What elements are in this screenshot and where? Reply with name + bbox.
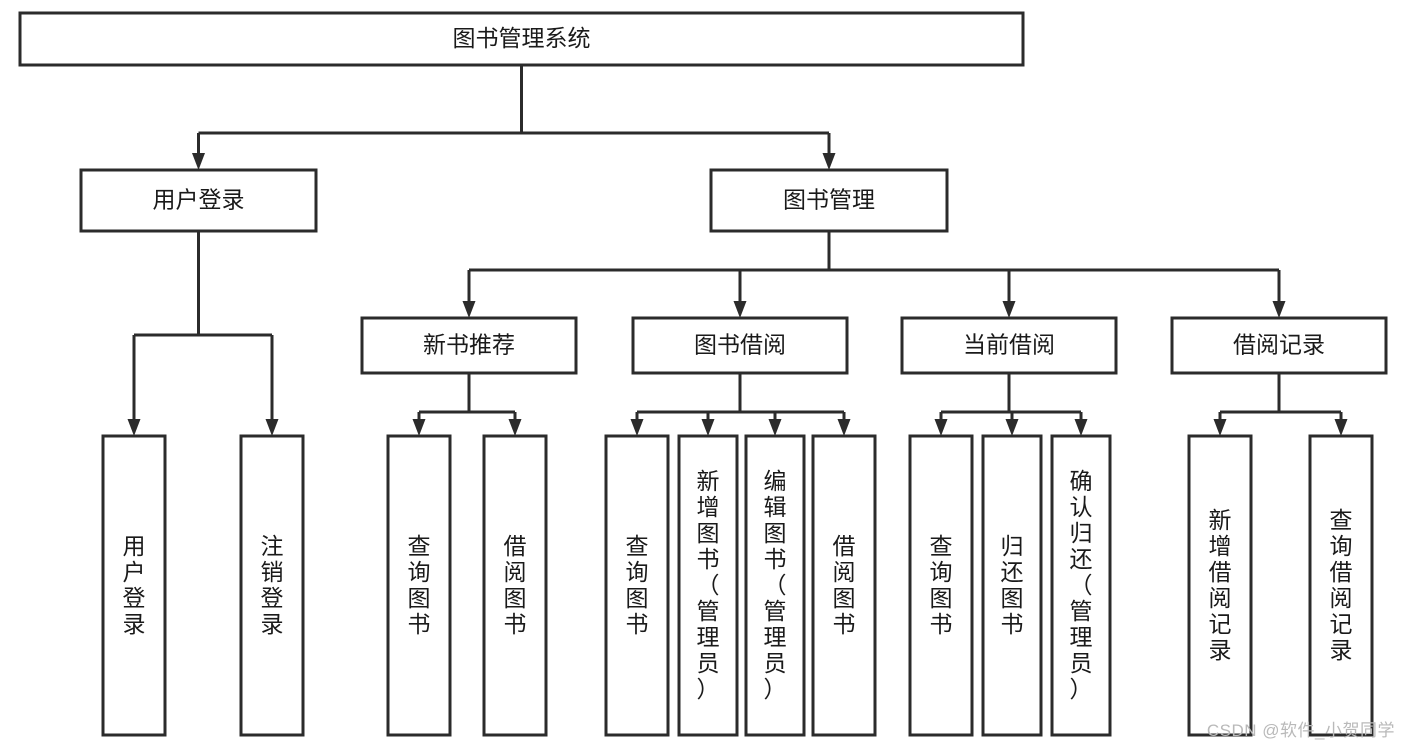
node-l3_current[interactable]: 当前借阅 — [900, 316, 1118, 375]
arrowhead-icon — [462, 301, 476, 318]
node-label: 注销登录 — [261, 533, 284, 637]
node-label: 用户登录 — [123, 533, 146, 637]
node-box — [981, 434, 1043, 737]
node-leaf_user_logout[interactable]: 注销登录 — [239, 434, 305, 737]
arrowhead-icon — [701, 419, 715, 436]
arrowhead-icon — [733, 301, 747, 318]
node-box — [1050, 434, 1112, 737]
node-box — [631, 316, 849, 375]
watermark: CSDN @软件_小贺同学 — [1206, 721, 1395, 740]
node-label: 确认归还（管理员） — [1070, 468, 1093, 702]
arrowhead-icon — [412, 419, 426, 436]
node-leaf_bo_edit[interactable]: 编辑图书（管理员） — [744, 434, 806, 737]
arrowhead-icon — [1334, 419, 1348, 436]
node-root[interactable]: 图书管理系统 — [18, 11, 1025, 67]
node-label: 图书管理 — [783, 187, 875, 213]
nodes-layer: 图书管理系统用户登录图书管理新书推荐图书借阅当前借阅借阅记录用户登录注销登录查询… — [18, 11, 1388, 737]
arrowhead-icon — [1005, 419, 1019, 436]
node-leaf_nb_query[interactable]: 查询图书 — [386, 434, 452, 737]
node-box — [811, 434, 877, 737]
node-l2_book[interactable]: 图书管理 — [709, 168, 949, 233]
node-box — [1170, 316, 1388, 375]
node-label: 查询图书 — [626, 533, 649, 637]
node-box — [908, 434, 974, 737]
arrowhead-icon — [192, 153, 205, 170]
node-label: 图书管理系统 — [453, 25, 591, 51]
node-box — [360, 316, 578, 375]
node-l2_user[interactable]: 用户登录 — [79, 168, 318, 233]
node-leaf_re_query[interactable]: 查询借阅记录 — [1308, 434, 1374, 737]
node-leaf_bo_query[interactable]: 查询图书 — [604, 434, 670, 737]
node-box — [239, 434, 305, 737]
node-box — [900, 316, 1118, 375]
node-box — [744, 434, 806, 737]
node-box — [1308, 434, 1374, 737]
arrowhead-icon — [837, 419, 851, 436]
arrowhead-icon — [822, 153, 836, 170]
node-leaf_re_add[interactable]: 新增借阅记录 — [1187, 434, 1253, 737]
node-leaf_cu_confirm[interactable]: 确认归还（管理员） — [1050, 434, 1112, 737]
arrowhead-icon — [1272, 301, 1286, 318]
node-box — [604, 434, 670, 737]
node-leaf_user_login[interactable]: 用户登录 — [101, 434, 167, 737]
node-box — [677, 434, 739, 737]
node-label: 当前借阅 — [963, 332, 1055, 358]
node-label: 借阅图书 — [833, 533, 856, 637]
arrowhead-icon — [1074, 419, 1088, 436]
node-l3_newbook[interactable]: 新书推荐 — [360, 316, 578, 375]
node-leaf_cu_query[interactable]: 查询图书 — [908, 434, 974, 737]
node-label: 归还图书 — [1001, 533, 1024, 637]
node-box — [709, 168, 949, 233]
node-leaf_bo_borrow[interactable]: 借阅图书 — [811, 434, 877, 737]
edges-layer — [127, 65, 1348, 436]
node-label: 新增图书（管理员） — [697, 468, 720, 702]
node-leaf_cu_return[interactable]: 归还图书 — [981, 434, 1043, 737]
node-label: 借阅图书 — [504, 533, 527, 637]
node-label: 查询图书 — [930, 533, 953, 637]
node-label: 编辑图书（管理员） — [764, 468, 787, 702]
node-label: 查询图书 — [408, 533, 431, 637]
node-l3_borrow[interactable]: 图书借阅 — [631, 316, 849, 375]
node-label: 新增借阅记录 — [1209, 507, 1232, 663]
arrowhead-icon — [265, 419, 279, 436]
node-box — [1187, 434, 1253, 737]
node-l3_record[interactable]: 借阅记录 — [1170, 316, 1388, 375]
arrowhead-icon — [630, 419, 644, 436]
arrowhead-icon — [1213, 419, 1227, 436]
node-label: 用户登录 — [153, 187, 245, 213]
node-box — [386, 434, 452, 737]
node-label: 借阅记录 — [1233, 332, 1325, 358]
node-label: 新书推荐 — [423, 332, 515, 358]
node-box — [79, 168, 318, 233]
arrowhead-icon — [934, 419, 948, 436]
arrowhead-icon — [127, 419, 141, 436]
node-label: 查询借阅记录 — [1330, 507, 1353, 663]
node-leaf_nb_borrow[interactable]: 借阅图书 — [482, 434, 548, 737]
node-box — [482, 434, 548, 737]
node-leaf_bo_add[interactable]: 新增图书（管理员） — [677, 434, 739, 737]
arrowhead-icon — [1002, 301, 1016, 318]
node-box — [101, 434, 167, 737]
node-label: 图书借阅 — [694, 332, 786, 358]
node-box — [18, 11, 1025, 67]
arrowhead-icon — [768, 419, 782, 436]
arrowhead-icon — [508, 419, 522, 436]
